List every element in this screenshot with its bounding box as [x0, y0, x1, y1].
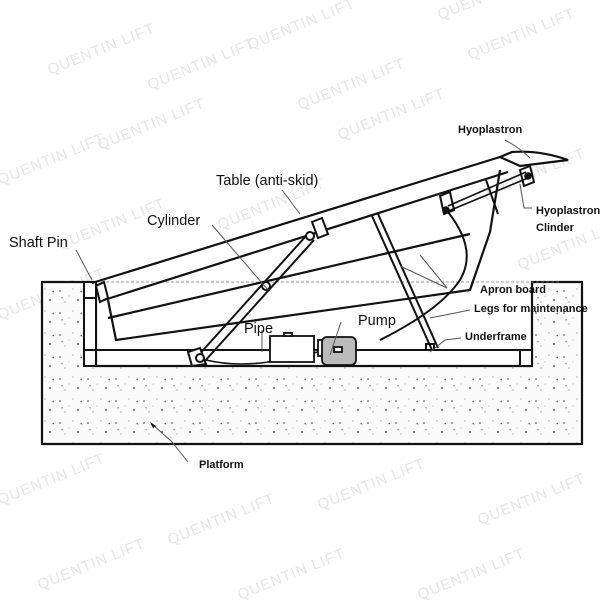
svg-text:QUENTIN LIFT: QUENTIN LIFT	[235, 545, 348, 600]
label-legs-for-maintenance: Legs for maintenance	[474, 303, 588, 315]
label-pipe: Pipe	[244, 321, 274, 337]
svg-text:QUENTIN LIFT: QUENTIN LIFT	[45, 20, 158, 79]
label-hyoplastron-cylinder-2: Clinder	[536, 222, 574, 234]
label-shaft-pin: Shaft Pin	[9, 235, 68, 251]
label-hyoplastron-cylinder-1: Hyoplastron	[536, 205, 600, 217]
pit-frame	[83, 281, 533, 367]
pump-unit	[269, 332, 357, 366]
main-cylinder	[186, 231, 315, 368]
svg-text:QUENTIN LIFT: QUENTIN LIFT	[475, 470, 588, 529]
label-platform: Platform	[199, 459, 244, 471]
label-hyoplastron: Hyoplastron	[458, 124, 523, 136]
svg-text:QUENTIN LIFT: QUENTIN LIFT	[415, 545, 528, 600]
maintenance-legs	[371, 179, 499, 351]
svg-text:QUENTIN LIFT: QUENTIN LIFT	[145, 35, 258, 94]
svg-text:QUENTIN LIFT: QUENTIN LIFT	[465, 5, 578, 64]
svg-text:QUENTIN LIFT: QUENTIN LIFT	[35, 535, 148, 594]
svg-text:QUENTIN LIFT: QUENTIN LIFT	[435, 0, 548, 24]
svg-text:QUENTIN LIFT: QUENTIN LIFT	[245, 0, 358, 54]
svg-text:QUENTIN LIFT: QUENTIN LIFT	[0, 450, 108, 509]
label-underframe: Underframe	[465, 331, 527, 343]
label-cylinder: Cylinder	[147, 213, 201, 229]
leader-lines	[75, 139, 532, 463]
label-table: Table (anti-skid)	[216, 173, 319, 189]
svg-text:QUENTIN LIFT: QUENTIN LIFT	[315, 455, 428, 514]
svg-text:QUENTIN LIFT: QUENTIN LIFT	[0, 130, 108, 189]
svg-text:QUENTIN LIFT: QUENTIN LIFT	[95, 95, 208, 154]
label-apron-board: Apron board	[480, 284, 546, 296]
label-pump: Pump	[358, 313, 396, 329]
svg-text:QUENTIN LIFT: QUENTIN LIFT	[335, 85, 448, 144]
svg-text:QUENTIN LIFT: QUENTIN LIFT	[165, 490, 278, 549]
